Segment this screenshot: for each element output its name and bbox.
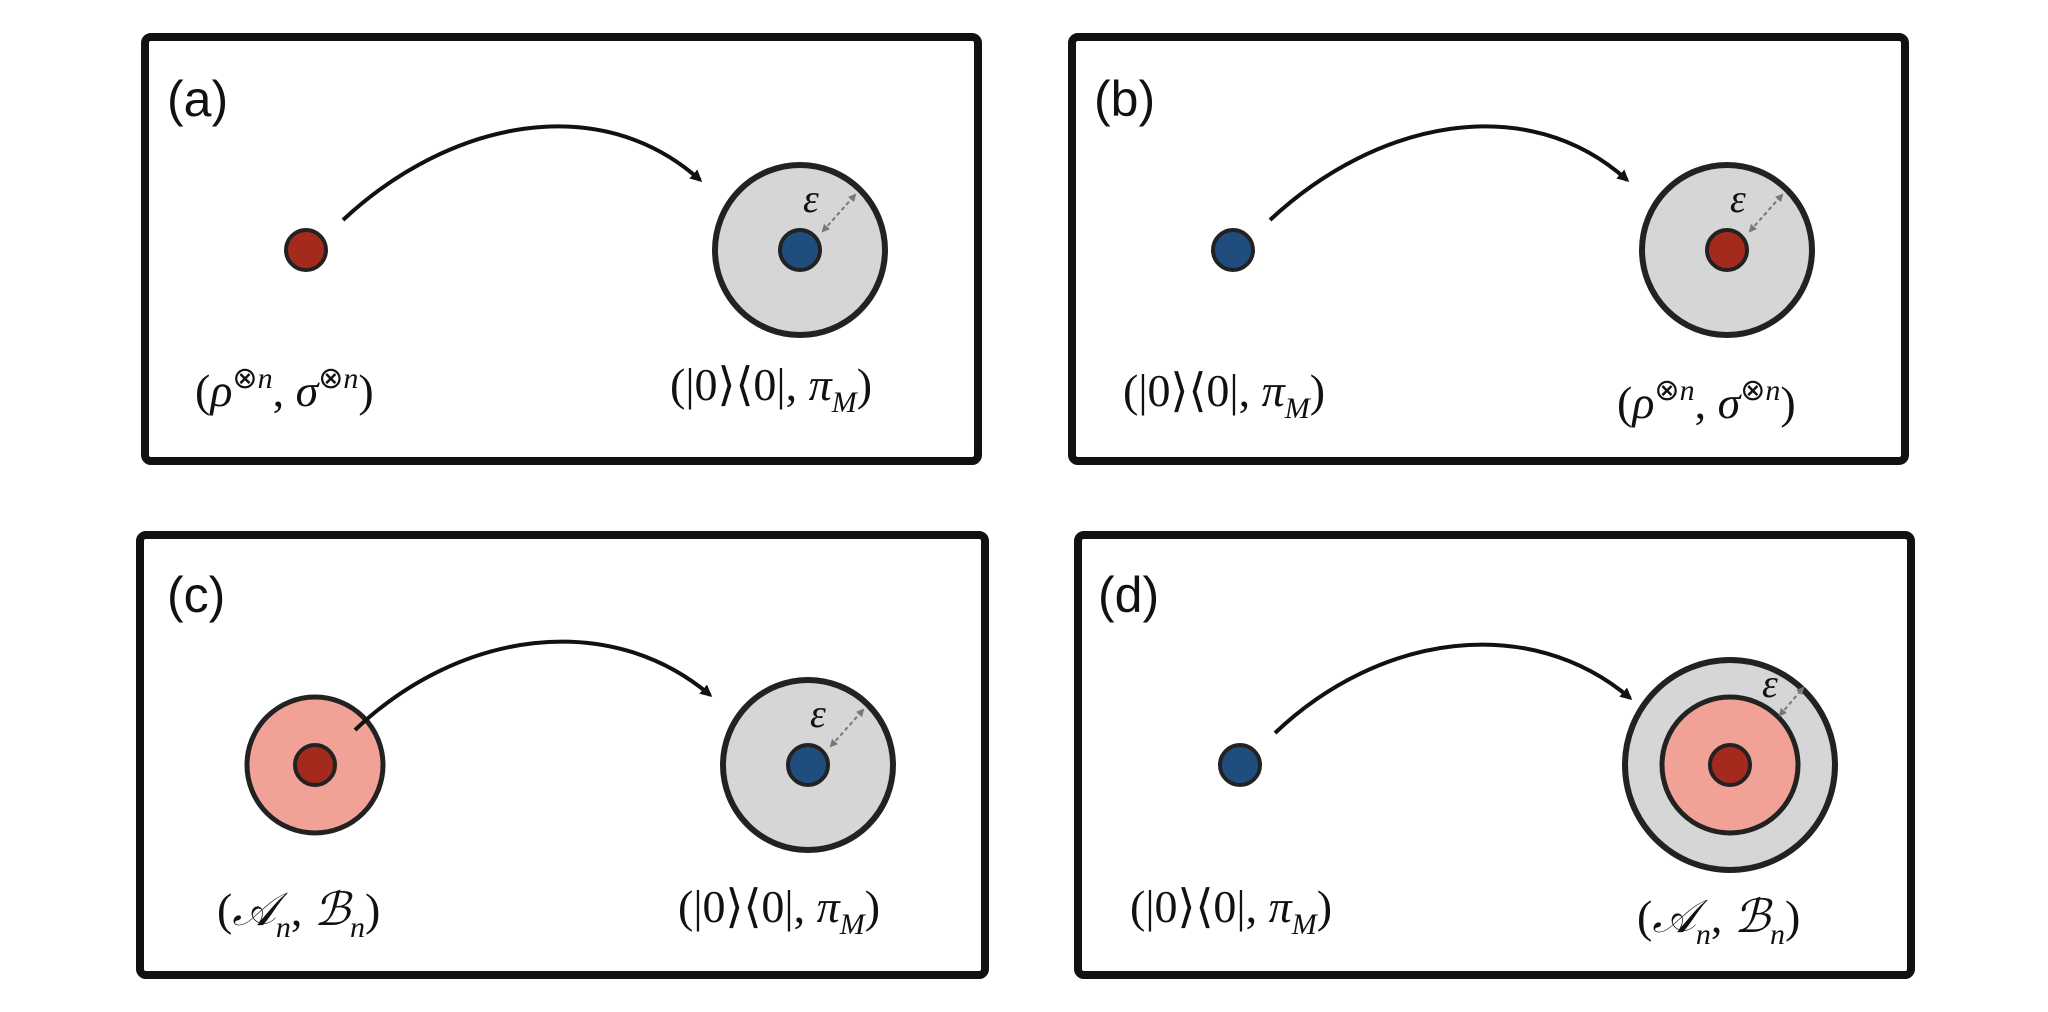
panel-d-epsilon: ε [1762, 661, 1778, 706]
panel-b-arrow [1268, 124, 1630, 222]
panel-a-frame [141, 33, 982, 465]
panel-a-source-dot [284, 228, 328, 272]
panel-b-epsilon: ε [1730, 176, 1746, 221]
panel-b-epsilon-arrow [1748, 193, 1784, 233]
panel-d-epsilon-arrow [1778, 686, 1805, 717]
panel-c-target-dot [786, 743, 830, 787]
panel-d-source-dot [1218, 743, 1262, 787]
panel-d-source-label: (|0⟩⟨0|, πM) [1130, 881, 1332, 941]
panel-c-source-dot [293, 743, 337, 787]
panel-c-epsilon-arrow [829, 708, 865, 748]
panel-a: (a) ε (ρ⊗n, σ⊗n) (|0⟩⟨0|, πM) [141, 33, 982, 465]
panel-a-epsilon: ε [803, 176, 819, 221]
panel-a-arrow [341, 124, 703, 222]
panel-d-label: (d) [1098, 567, 1159, 623]
panel-d-arrow [1273, 642, 1633, 735]
panel-b-target-dot [1705, 228, 1749, 272]
panel-a-target-dot [778, 228, 822, 272]
panel-b: (b) ε (|0⟩⟨0|, πM) (ρ⊗n, σ⊗n) [1068, 33, 1909, 465]
panel-c-frame [136, 531, 989, 979]
panel-c-arrow [353, 639, 713, 732]
panel-a-epsilon-arrow [821, 193, 857, 233]
panel-b-frame [1068, 33, 1909, 465]
panel-a-source-label: (ρ⊗n, σ⊗n) [195, 362, 374, 416]
panel-a-label: (a) [167, 71, 228, 127]
panel-c-target-label: (|0⟩⟨0|, πM) [678, 881, 880, 941]
panel-c-label: (c) [167, 567, 225, 623]
panel-d-target-dot [1708, 743, 1752, 787]
panel-d: (d) ε (|0⟩⟨0|, πM) (𝒜n, ℬn) [1074, 531, 1915, 979]
panel-b-target-label: (ρ⊗n, σ⊗n) [1617, 374, 1796, 428]
panel-b-source-label: (|0⟩⟨0|, πM) [1123, 365, 1325, 425]
panel-a-target-label: (|0⟩⟨0|, πM) [670, 359, 872, 419]
panel-c: (c) ε (𝒜n, ℬn) (|0⟩⟨0|, πM) [136, 531, 989, 979]
panel-d-target-label: (𝒜n, ℬn) [1637, 891, 1800, 951]
panel-b-source-dot [1211, 228, 1255, 272]
panel-c-source-label: (𝒜n, ℬn) [217, 884, 380, 944]
panel-c-epsilon: ε [810, 691, 826, 736]
panel-d-frame [1074, 531, 1915, 979]
panel-b-label: (b) [1094, 71, 1155, 127]
